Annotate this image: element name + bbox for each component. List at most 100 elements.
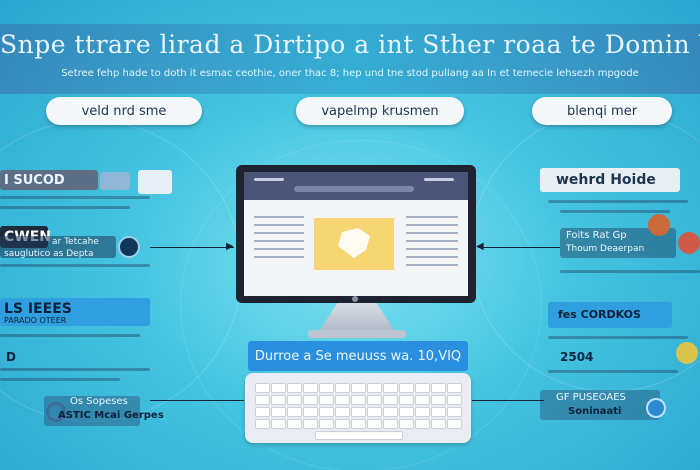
keyboard-key[interactable] <box>319 383 334 393</box>
arrow-right-icon: ▶ <box>226 241 234 252</box>
right-line <box>548 370 678 373</box>
text-line <box>406 256 458 258</box>
title-band <box>0 24 700 94</box>
keyboard-key[interactable] <box>287 419 302 429</box>
keyboard-key[interactable] <box>383 419 398 429</box>
keyboard-key[interactable] <box>303 383 318 393</box>
keyboard-key[interactable] <box>367 419 382 429</box>
address-bar <box>294 186 414 192</box>
left-thumb-1 <box>100 172 130 190</box>
left-item-3: LS IEEES <box>4 301 72 317</box>
keyboard-key[interactable] <box>399 419 414 429</box>
food-icon <box>648 214 670 236</box>
right-item-5: GF PUSEOAES <box>556 392 626 403</box>
keyboard-key[interactable] <box>255 407 270 417</box>
keyboard-key[interactable] <box>431 383 446 393</box>
keyboard-key[interactable] <box>271 407 286 417</box>
keyboard-key[interactable] <box>367 383 382 393</box>
keyboard-key[interactable] <box>319 407 334 417</box>
page-title: Snpe ttrare lirad a Dirtipo a int Sther … <box>0 30 700 59</box>
left-thumb-2 <box>138 170 172 194</box>
left-bottom-connector <box>150 400 244 401</box>
keyboard-key[interactable] <box>255 419 270 429</box>
text-line <box>254 248 304 250</box>
keyboard-key[interactable] <box>335 383 350 393</box>
map-shape-icon <box>338 228 370 258</box>
keyboard-key[interactable] <box>367 395 382 405</box>
keyboard-key[interactable] <box>383 383 398 393</box>
keyboard-key[interactable] <box>335 419 350 429</box>
text-line <box>406 264 458 266</box>
keyboard-key[interactable] <box>255 395 270 405</box>
keyboard-key[interactable] <box>351 407 366 417</box>
background-swirl <box>180 140 542 470</box>
left-banner-3 <box>0 298 150 326</box>
right-bottom-connector <box>472 400 544 401</box>
keyboard-key[interactable] <box>399 395 414 405</box>
text-line <box>406 240 458 242</box>
text-line <box>406 224 458 226</box>
monitor-screen[interactable] <box>244 172 468 296</box>
keyboard-key[interactable] <box>447 419 462 429</box>
keyboard-key[interactable] <box>271 383 286 393</box>
keyboard-key[interactable] <box>255 383 270 393</box>
left-line <box>0 264 150 267</box>
right-item-2: Foits Rat Gp <box>566 230 627 241</box>
keyboard-key[interactable] <box>399 407 414 417</box>
pill-center[interactable]: vapelmp krusmen <box>296 97 464 125</box>
keyboard-key[interactable] <box>447 383 462 393</box>
monitor-base <box>308 330 406 338</box>
pill-left[interactable]: veld nrd sme <box>46 97 202 125</box>
keyboard-key[interactable] <box>319 419 334 429</box>
left-line <box>0 378 120 381</box>
keyboard-key[interactable] <box>335 407 350 417</box>
text-line <box>254 216 304 218</box>
left-item-1: I SUCOD <box>4 173 65 188</box>
left-line <box>0 206 130 209</box>
keyboard-key[interactable] <box>431 407 446 417</box>
keyboard-key[interactable] <box>415 407 430 417</box>
keyboard-key[interactable] <box>415 419 430 429</box>
drop-icon <box>646 398 666 418</box>
keyboard-key[interactable] <box>431 419 446 429</box>
right-item-2-sub: Thoum Deaerpan <box>566 244 645 254</box>
keyboard-key[interactable] <box>287 395 302 405</box>
keyboard-key[interactable] <box>415 383 430 393</box>
right-banner-1 <box>540 168 680 192</box>
browser-tab <box>254 178 284 181</box>
keyboard-label: Durroe a Se meuuss wa. 10,VIQ <box>248 341 468 371</box>
browser-tab <box>424 178 454 181</box>
right-item-1: wehrd Hoide <box>556 172 656 188</box>
left-item-2-sub: sauglutico as Depta <box>4 249 94 259</box>
keyboard-key[interactable] <box>287 407 302 417</box>
keyboard-key[interactable] <box>383 395 398 405</box>
keyboard-key[interactable] <box>303 395 318 405</box>
left-banner-2b <box>0 236 116 258</box>
keyboard-key[interactable] <box>271 419 286 429</box>
keyboard-key[interactable] <box>447 395 462 405</box>
keyboard-key[interactable] <box>303 419 318 429</box>
keyboard-key[interactable] <box>351 395 366 405</box>
keyboard-spacebar[interactable] <box>315 431 403 440</box>
keyboard-key[interactable] <box>399 383 414 393</box>
keyboard-key[interactable] <box>383 407 398 417</box>
keyboard-key[interactable] <box>351 419 366 429</box>
keyboard-key[interactable] <box>271 395 286 405</box>
text-line <box>254 240 304 242</box>
keyboard-key[interactable] <box>367 407 382 417</box>
left-item-2-text: ar Tetcahe <box>52 237 99 247</box>
keyboard-key[interactable] <box>447 407 462 417</box>
computer-monitor <box>236 165 476 303</box>
keyboard-key[interactable] <box>335 395 350 405</box>
keyboard-key[interactable] <box>319 395 334 405</box>
keyboard-key[interactable] <box>351 383 366 393</box>
pill-right[interactable]: blenqi mer <box>532 97 672 125</box>
eye-icon <box>118 236 140 258</box>
keyboard-key[interactable] <box>415 395 430 405</box>
keyboard[interactable] <box>245 373 471 443</box>
keyboard-key[interactable] <box>431 395 446 405</box>
right-line <box>548 200 688 203</box>
keyboard-key[interactable] <box>287 383 302 393</box>
keyboard-key[interactable] <box>303 407 318 417</box>
